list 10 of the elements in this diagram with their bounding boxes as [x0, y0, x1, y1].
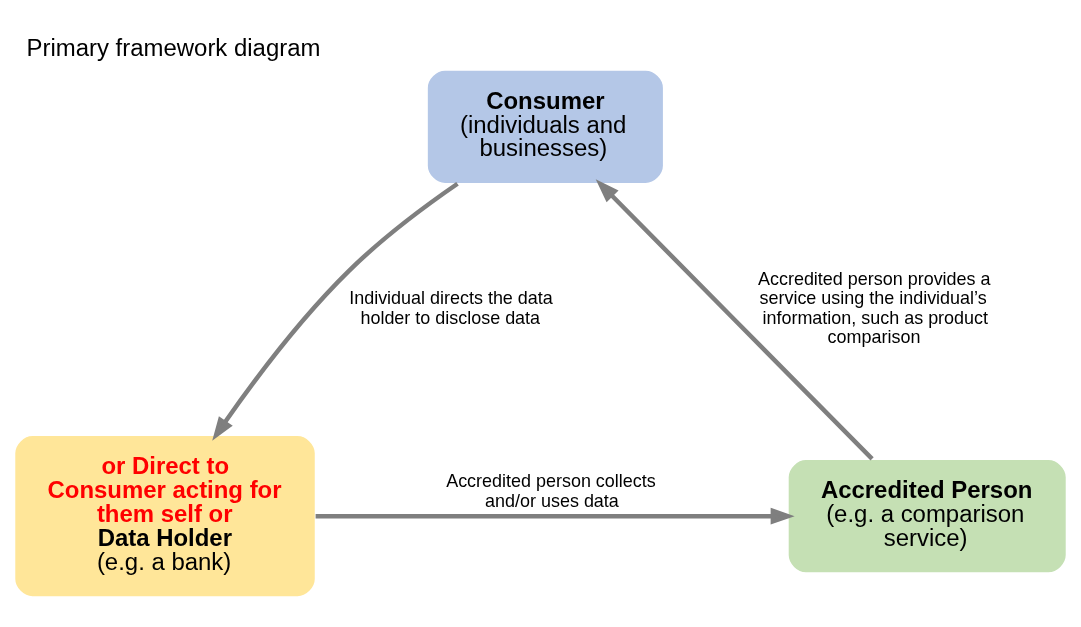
- diagram-title: Primary framework diagram: [26, 33, 321, 61]
- arrow: [595, 178, 874, 460]
- arrow: [315, 507, 795, 525]
- node-box: Accredited Person (e.g. a comparison service): [787, 458, 1068, 574]
- node-box: or Direct to Consumer acting for them self or Data Holder (e.g. a bank): [13, 434, 317, 598]
- node-box: Consumer (individuals and businesses): [426, 68, 665, 184]
- edge-label: Individual directs the data holder to disclose data: [349, 287, 553, 328]
- edge-label: Accredited person collects and/or uses data: [446, 470, 656, 511]
- arrow: [212, 181, 459, 441]
- edge-label: Accredited person provides a service using the individual’s information, such as product comparison: [758, 268, 991, 347]
